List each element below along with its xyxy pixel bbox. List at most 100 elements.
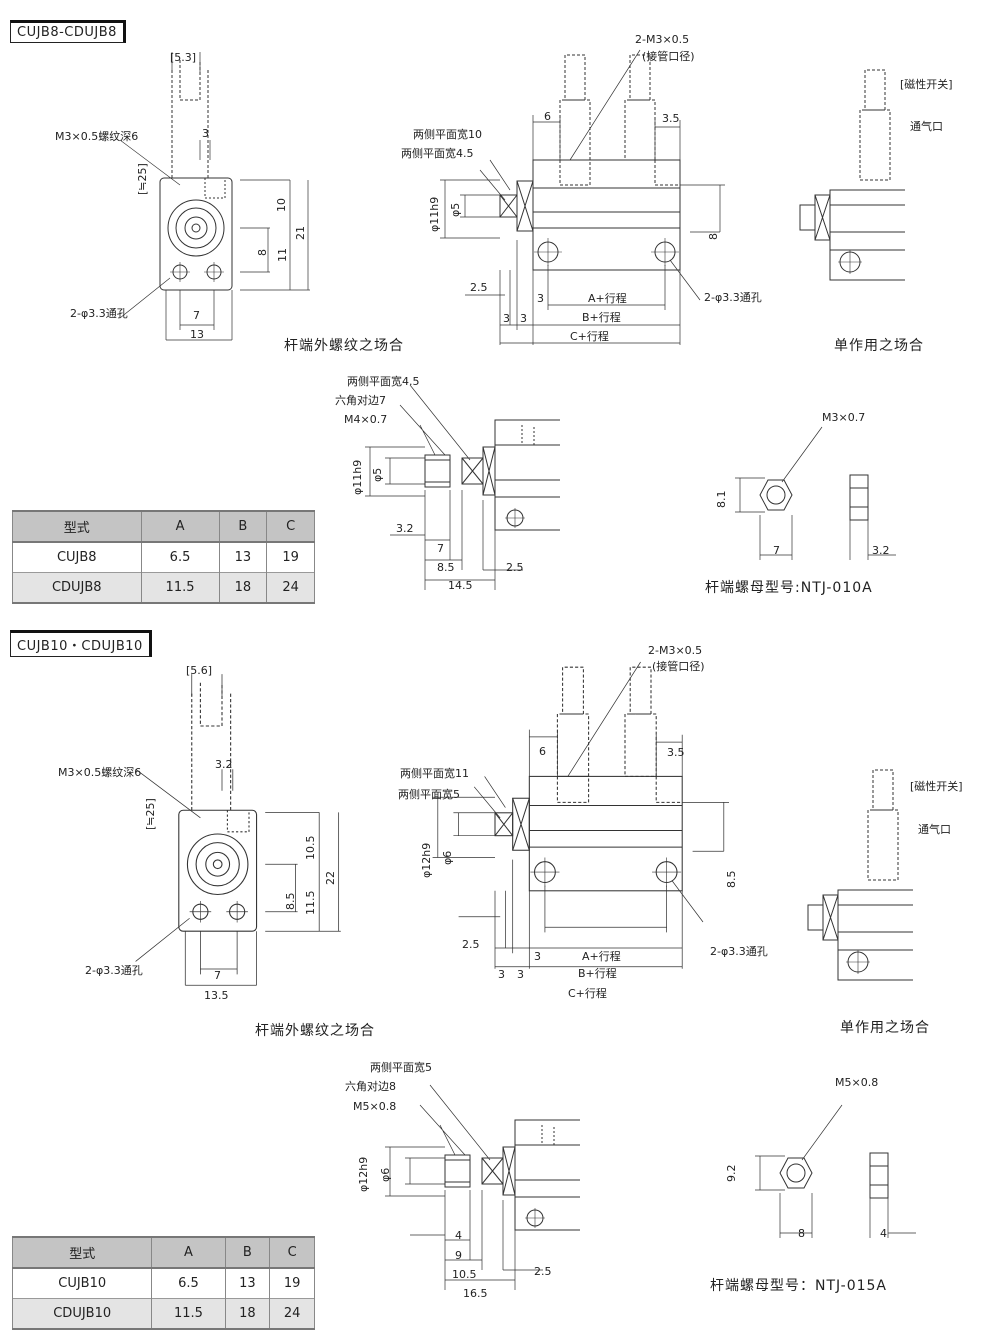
caption: 杆端螺母型号:NTJ-010A — [705, 580, 873, 596]
dim-label: B+行程 — [582, 311, 621, 324]
dim-label: 3.2 — [396, 522, 414, 535]
dim-label: 3 — [537, 292, 544, 305]
dim-label: 8 — [707, 233, 720, 240]
dim-label: 9 — [455, 1249, 462, 1262]
table-cell: 19 — [266, 542, 315, 573]
dim-label: 3 — [520, 312, 527, 325]
dim-label: 3.5 — [662, 112, 680, 125]
dim-label: φ6 — [379, 1167, 392, 1182]
callout-label: 六角对边7 — [335, 394, 386, 407]
table-header: A — [140, 510, 220, 543]
callout-label: [磁性开关] — [900, 78, 953, 91]
dim-label: 8.5 — [284, 892, 297, 911]
dim-label: 3 — [503, 312, 510, 325]
callout-label: 两侧平面宽11 — [400, 767, 469, 780]
callout-label: 2-φ3.3通孔 — [710, 945, 768, 958]
callout-label: M3×0.7 — [822, 411, 866, 424]
callout-label: 两侧平面宽4.5 — [347, 375, 420, 388]
dim-label: 8 — [256, 249, 269, 256]
dim-label: 6 — [544, 110, 551, 123]
nut-view-cujb10 — [754, 1104, 917, 1239]
dim-label: 3 — [498, 968, 505, 981]
table-cell: 6.5 — [151, 1268, 226, 1299]
single-acting-view-cujb10 — [807, 769, 914, 981]
dim-label: A+行程 — [582, 950, 621, 963]
rod-end-view-cujb8 — [364, 384, 561, 591]
callout-label: M5×0.8 — [353, 1100, 397, 1113]
table-header: A — [151, 1236, 226, 1269]
callout-label: M4×0.7 — [344, 413, 388, 426]
table-header: C — [269, 1236, 315, 1269]
dim-label: 16.5 — [463, 1287, 488, 1300]
dim-label: A+行程 — [588, 292, 627, 305]
dim-label: φ12h9 — [420, 842, 433, 878]
caption: 杆端螺母型号：NTJ-015A — [710, 1278, 888, 1294]
table-cell: CUJB8 — [12, 542, 142, 573]
side-view-cujb8 — [439, 49, 726, 346]
dim-label: 3.2 — [872, 544, 890, 557]
callout-label: M3×0.5螺纹深6 — [55, 130, 139, 143]
dim-label: 3.5 — [667, 746, 685, 759]
rod-end-view-cujb10 — [384, 1084, 581, 1291]
front-view-cujb8 — [119, 51, 311, 341]
dim-label: 8 — [798, 1227, 805, 1240]
table-cell: CDUJB8 — [12, 572, 142, 604]
table-cell: 19 — [269, 1268, 315, 1299]
dim-label: φ11h9 — [351, 459, 364, 495]
dim-label: 13 — [190, 328, 204, 341]
dim-label: 11 — [276, 248, 289, 262]
table-header: B — [218, 510, 268, 543]
dim-label: 11.5 — [304, 890, 317, 916]
table-header: C — [266, 510, 315, 543]
dim-label: 3 — [534, 950, 541, 963]
callout-label: [磁性开关] — [910, 780, 963, 793]
callout-label: 六角对边8 — [345, 1080, 396, 1093]
dim-label: 3.2 — [215, 758, 233, 771]
dim-label: φ11h9 — [428, 196, 441, 232]
callout-label: 两侧平面宽5 — [398, 788, 460, 801]
dim-label: 2.5 — [462, 938, 480, 951]
dim-label: 6 — [539, 745, 546, 758]
dim-label: 2.5 — [534, 1265, 552, 1278]
callout-label: 2-M3×0.5 — [648, 644, 703, 657]
callout-label: 两侧平面宽4.5 — [401, 147, 474, 160]
dim-label: 3 — [202, 127, 209, 140]
dim-label: [≒25] — [144, 798, 157, 830]
dim-label: 14.5 — [448, 579, 473, 592]
dim-label: φ5 — [449, 202, 462, 217]
caption: 杆端外螺纹之场合 — [255, 1023, 375, 1039]
callout-label: 两侧平面宽5 — [370, 1061, 432, 1074]
table-cell: 18 — [218, 572, 268, 604]
dim-label: [5.6] — [186, 664, 213, 677]
callout-label: 通气口 — [918, 823, 951, 836]
table-cell: CUJB10 — [11, 1268, 153, 1299]
dim-label: 7 — [773, 544, 780, 557]
dim-label: 10.5 — [304, 835, 317, 861]
dim-label: C+行程 — [568, 987, 607, 1000]
dim-label: 7 — [214, 969, 221, 982]
dim-label: 9.2 — [725, 1164, 738, 1183]
dim-label: 8.5 — [725, 870, 738, 889]
table-cell: 13 — [218, 542, 268, 573]
dim-label: 21 — [294, 226, 307, 240]
dim-label: B+行程 — [578, 967, 617, 980]
table-cell: 6.5 — [140, 542, 220, 573]
callout-label: 2-φ3.3通孔 — [70, 307, 128, 320]
callout-label: 通气口 — [910, 120, 943, 133]
dim-label: 8.1 — [715, 490, 728, 509]
dim-label: 7 — [437, 542, 444, 555]
section-title-cujb10: CUJB10・CDUJB10 — [10, 630, 152, 657]
callout-label: (接管口径) — [642, 50, 695, 63]
caption: 单作用之场合 — [834, 338, 924, 354]
dim-label: 2.5 — [506, 561, 524, 574]
single-acting-view-cujb8 — [799, 69, 906, 281]
dim-label: 8.5 — [437, 561, 455, 574]
dim-label: 3 — [517, 968, 524, 981]
dim-label: C+行程 — [570, 330, 609, 343]
callout-label: 2-φ3.3通孔 — [704, 291, 762, 304]
